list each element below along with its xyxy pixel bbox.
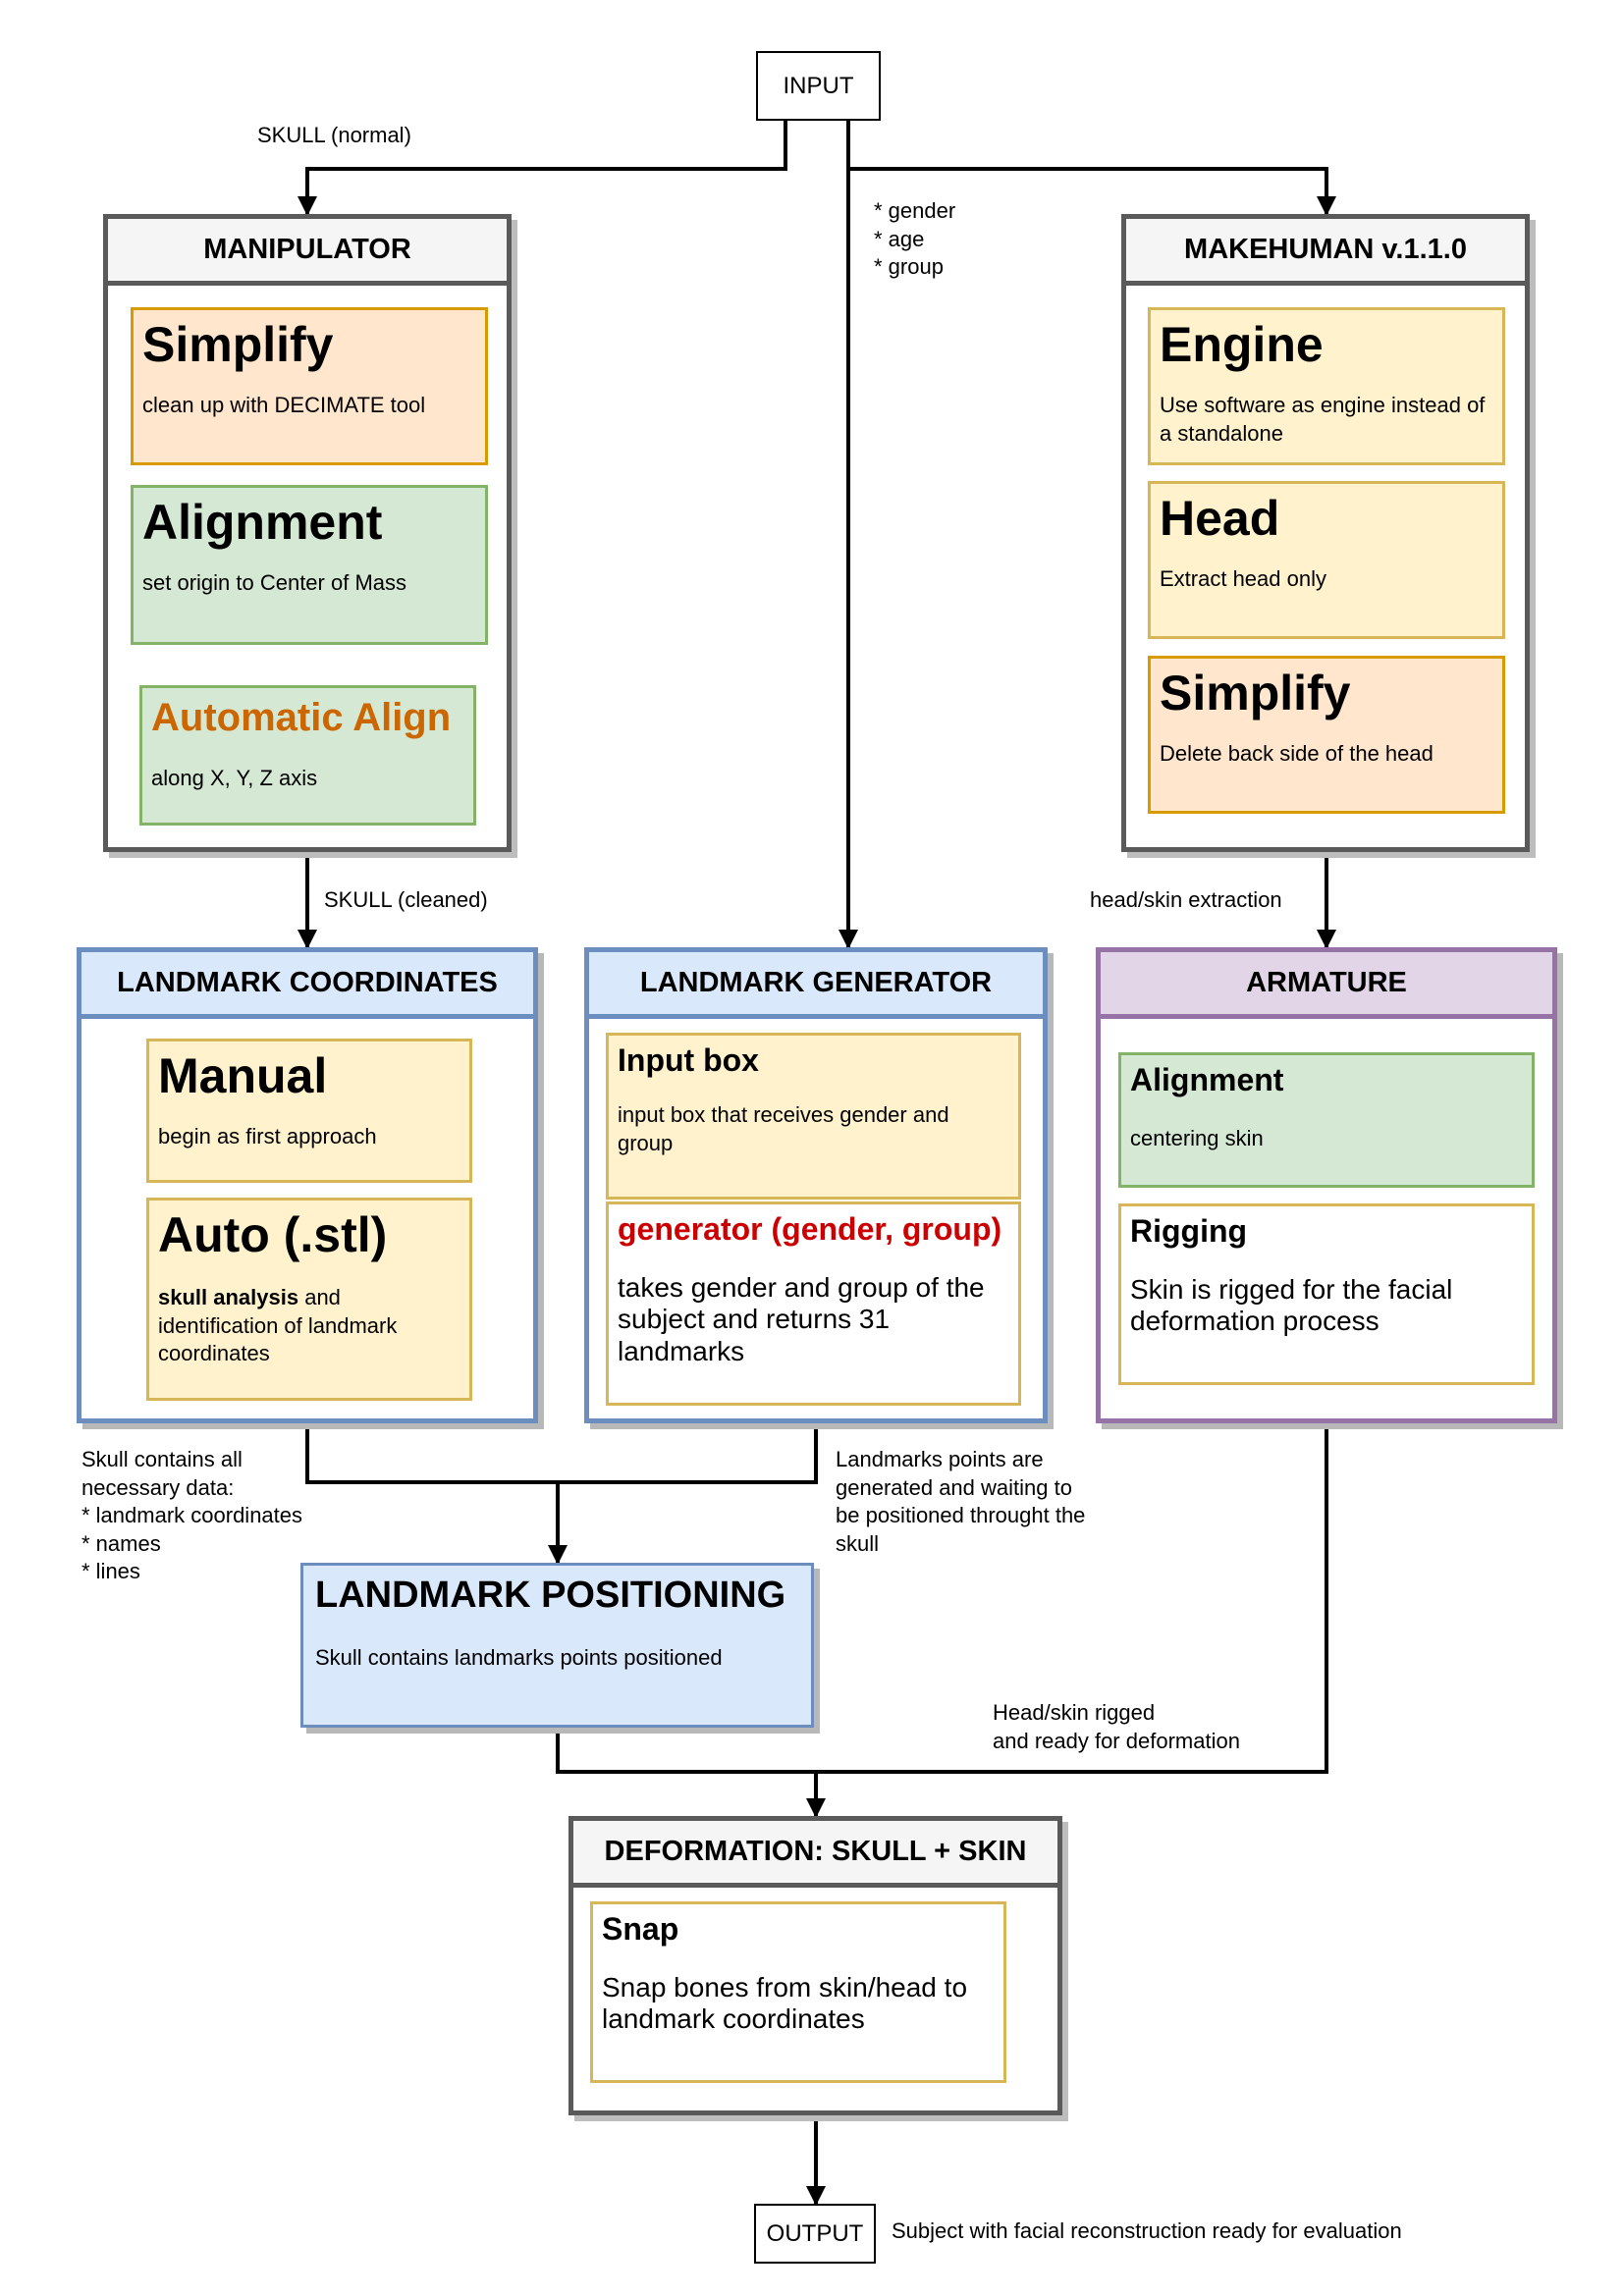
landmark-positioning-node: LANDMARK POSITIONING Skull contains land…: [300, 1563, 814, 1728]
card-text: Use software as engine instead of a stan…: [1160, 393, 1486, 446]
armature-title: ARMATURE: [1101, 952, 1552, 1019]
output-note: Subject with facial reconstruction ready…: [892, 2218, 1402, 2243]
label-head-skin-rigged: Head/skin rigged and ready for deformati…: [993, 1700, 1240, 1753]
output-label: OUTPUT: [766, 2219, 864, 2247]
landmark-coordinates-title: LANDMARK COORDINATES: [81, 952, 533, 1019]
label-head-skin-extraction: head/skin extraction: [1090, 887, 1282, 912]
input-node: INPUT: [756, 51, 881, 121]
armature-rigging-card: Rigging Skin is rigged for the facial de…: [1118, 1203, 1535, 1385]
card-text: takes gender and group of the subject an…: [618, 1272, 985, 1366]
card-title: Manual: [158, 1048, 328, 1103]
label-skull-normal: SKULL (normal): [257, 123, 411, 147]
card-title: generator (gender, group): [618, 1211, 1002, 1247]
generator-input-box-card: Input box input box that receives gender…: [606, 1033, 1021, 1200]
label-skull-cleaned: SKULL (cleaned): [324, 887, 488, 912]
card-title: Rigging: [1130, 1213, 1248, 1249]
landmark-positioning-title: LANDMARK POSITIONING: [315, 1575, 786, 1616]
card-title: Automatic Align: [151, 696, 452, 739]
label-skull-contains: Skull contains all necessary data: * lan…: [81, 1447, 303, 1584]
label-input-params: * gender * age * group: [874, 198, 956, 280]
edge-coordinates-positioning: [305, 1423, 568, 1565]
makehuman-title: MAKEHUMAN v.1.1.0: [1126, 219, 1525, 286]
card-title: Engine: [1160, 317, 1324, 372]
landmark-generator-title: LANDMARK GENERATOR: [589, 952, 1043, 1019]
landmark-positioning-text: Skull contains landmarks points position…: [315, 1644, 723, 1670]
card-text: input box that receives gender and group: [618, 1102, 949, 1155]
edge-input-manipulator: [298, 121, 787, 216]
makehuman-engine-card: Engine Use software as engine instead of…: [1148, 307, 1505, 465]
manipulator-alignment-card: Alignment set origin to Center of Mass: [131, 485, 488, 645]
card-title: Alignment: [142, 495, 383, 550]
makehuman-head-card: Head Extract head only: [1148, 481, 1505, 639]
output-node: OUTPUT: [754, 2204, 876, 2264]
coordinates-manual-card: Manual begin as first approach: [146, 1039, 472, 1183]
manipulator-auto-align-card: Automatic Align along X, Y, Z axis: [139, 685, 476, 826]
manipulator-title: MANIPULATOR: [108, 219, 507, 286]
card-text: set origin to Center of Mass: [142, 570, 407, 595]
card-title: Head: [1160, 491, 1280, 546]
card-text: along X, Y, Z axis: [151, 766, 318, 790]
edge-positioning-deformation: [556, 1728, 826, 1818]
deformation-title: DEFORMATION: SKULL + SKIN: [573, 1821, 1057, 1888]
generator-function-card: generator (gender, group) takes gender a…: [606, 1201, 1021, 1406]
edge-generator-positioning: [558, 1423, 818, 1484]
coordinates-auto-card: Auto (.stl) skull analysis and identific…: [146, 1198, 472, 1401]
card-title: Snap: [602, 1911, 679, 1947]
card-text: clean up with DECIMATE tool: [142, 393, 426, 417]
card-text: centering skin: [1130, 1126, 1264, 1151]
makehuman-simplify-card: Simplify Delete back side of the head: [1148, 656, 1505, 814]
card-text: Extract head only: [1160, 566, 1326, 591]
manipulator-simplify-card: Simplify clean up with DECIMATE tool: [131, 307, 488, 465]
card-text: Snap bones from skin/head to landmark co…: [602, 1972, 968, 2035]
card-title: Input box: [618, 1042, 759, 1078]
card-text: Delete back side of the head: [1160, 741, 1434, 766]
card-title: Auto (.stl): [158, 1207, 388, 1262]
card-title: Alignment: [1130, 1062, 1284, 1097]
deformation-group: DEFORMATION: SKULL + SKIN: [568, 1816, 1062, 2115]
deformation-snap-card: Snap Snap bones from skin/head to landma…: [590, 1901, 1006, 2083]
input-label: INPUT: [783, 72, 854, 99]
card-title: Simplify: [1160, 666, 1351, 721]
label-landmarks-points: Landmarks points are generated and waiti…: [836, 1447, 1086, 1556]
edge-armature-deformation: [816, 1423, 1328, 1774]
card-text: skull analysis and identification of lan…: [158, 1285, 398, 1366]
card-text: begin as first approach: [158, 1124, 377, 1148]
card-title: Simplify: [142, 317, 334, 372]
card-text: Skin is rigged for the facial deformatio…: [1130, 1274, 1453, 1337]
armature-alignment-card: Alignment centering skin: [1118, 1052, 1535, 1188]
